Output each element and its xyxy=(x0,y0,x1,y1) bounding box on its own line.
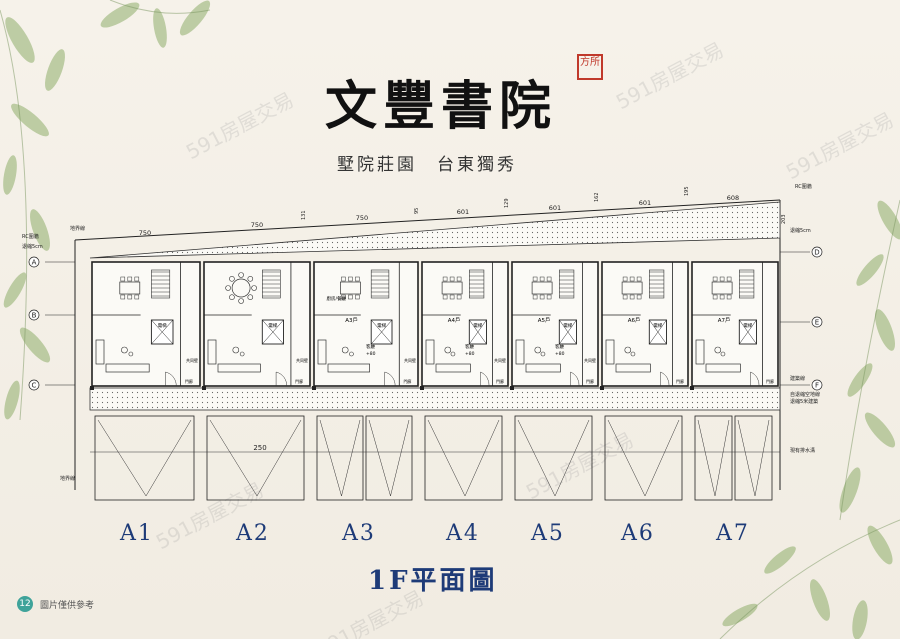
axis-label: F xyxy=(815,382,819,390)
dimension-label: 601 xyxy=(549,204,561,212)
living-level: +80 xyxy=(465,351,475,357)
unit-label-a7: A7 xyxy=(716,521,750,546)
living-label: 客廳 xyxy=(465,343,474,350)
rc-wall-label: RC圍牆 xyxy=(22,233,39,240)
elevator-label: 電梯 xyxy=(377,322,386,329)
shared-wall-label: 共同壁 xyxy=(494,357,506,363)
parking-dimension: 250 xyxy=(253,444,266,452)
axis-label: B xyxy=(32,312,37,320)
right-note: 現有排水溝 xyxy=(790,447,815,454)
dimension-label: 129 xyxy=(504,198,510,208)
dimension-label: 608 xyxy=(727,194,739,202)
dimension-label: 131 xyxy=(301,210,307,220)
dimension-label: 601 xyxy=(457,208,469,216)
door-label: 門廊 xyxy=(295,378,303,384)
unit-label-a4: A4 xyxy=(446,521,480,546)
unit-label-a2: A2 xyxy=(236,521,270,546)
unit-label-a6: A6 xyxy=(621,521,655,546)
axis-label: C xyxy=(32,382,37,390)
door-label: 門廊 xyxy=(676,378,684,384)
boundary-label-bottom: 地界線 xyxy=(60,475,75,482)
living-level: +80 xyxy=(366,351,376,357)
axis-label: A xyxy=(32,259,37,267)
watermark: 591房屋交易 xyxy=(781,107,898,185)
door-label: 門廊 xyxy=(586,378,594,384)
unit-room-label: A6戶 xyxy=(628,316,641,324)
elevator-label: 電梯 xyxy=(268,322,277,329)
elevator-label: 電梯 xyxy=(653,322,662,329)
setback-label: 退縮5cm xyxy=(22,243,43,250)
dimension-label: 750 xyxy=(356,214,368,222)
dimension-label: 162 xyxy=(594,192,600,202)
image-disclaimer: 圖片僅供參考 xyxy=(40,601,95,611)
watermark: 591房屋交易 xyxy=(181,87,298,165)
setback-label-right: 退縮5cm xyxy=(790,227,811,234)
unit-room-label: A4戶 xyxy=(448,316,461,324)
door-label: 門廊 xyxy=(185,378,193,384)
page-number: 12 xyxy=(17,596,33,612)
dimension-label: 195 xyxy=(684,186,690,196)
living-label: 客廳 xyxy=(555,343,564,350)
elevator-label: 電梯 xyxy=(563,322,572,329)
unit-room-label: A3戶 xyxy=(345,316,358,324)
elevator-label: 電梯 xyxy=(743,322,752,329)
right-note: 退縮5米建築 xyxy=(790,398,818,405)
axis-label: E xyxy=(815,319,819,327)
elevator-label: 電梯 xyxy=(158,322,167,329)
floor-plan-drawing: 電梯門廊共同壁電梯門廊共同壁電梯門廊A3戶客廳+80廚房/餐廳共同壁電梯門廊A4… xyxy=(22,183,823,501)
door-label: 門廊 xyxy=(496,378,504,384)
dimension-label: 203 xyxy=(781,214,787,224)
kitchen-label: 廚房/餐廳 xyxy=(326,295,346,302)
unit-room-label: A7戶 xyxy=(718,316,731,324)
page-title: 文豐書院 xyxy=(325,76,558,137)
door-label: 門廊 xyxy=(403,378,411,384)
shared-wall-label: 共同壁 xyxy=(584,357,596,363)
living-level: +80 xyxy=(555,351,565,357)
watermark: 591房屋交易 xyxy=(611,37,728,115)
right-note: 建築線 xyxy=(790,375,805,382)
shared-wall-label: 共同壁 xyxy=(404,357,416,363)
unit-label-a1: A1 xyxy=(120,521,154,546)
dimension-label: 750 xyxy=(139,229,151,237)
boundary-label: 地界線 xyxy=(70,225,85,232)
dimension-label: 750 xyxy=(251,221,263,229)
elevator-label: 電梯 xyxy=(473,322,482,329)
seal-stamp: 方所 xyxy=(577,54,603,80)
shared-wall-label: 共同壁 xyxy=(186,357,198,363)
door-label: 門廊 xyxy=(766,378,774,384)
floor-plan-title: 1F平面圖 xyxy=(368,566,498,596)
shared-wall-label: 共同壁 xyxy=(296,357,308,363)
unit-room-label: A5戶 xyxy=(538,316,551,324)
right-note: 自退縮空地線 xyxy=(790,391,820,398)
rc-wall-label-right: RC圍牆 xyxy=(795,183,812,190)
unit-label-a3: A3 xyxy=(342,521,376,546)
living-label: 客廳 xyxy=(366,343,375,350)
unit-label-a5: A5 xyxy=(531,521,565,546)
dimension-label: 95 xyxy=(414,208,420,214)
axis-label: D xyxy=(814,249,819,257)
page-subtitle: 墅院莊園 台東獨秀 xyxy=(337,155,517,175)
dimension-label: 601 xyxy=(639,199,651,207)
